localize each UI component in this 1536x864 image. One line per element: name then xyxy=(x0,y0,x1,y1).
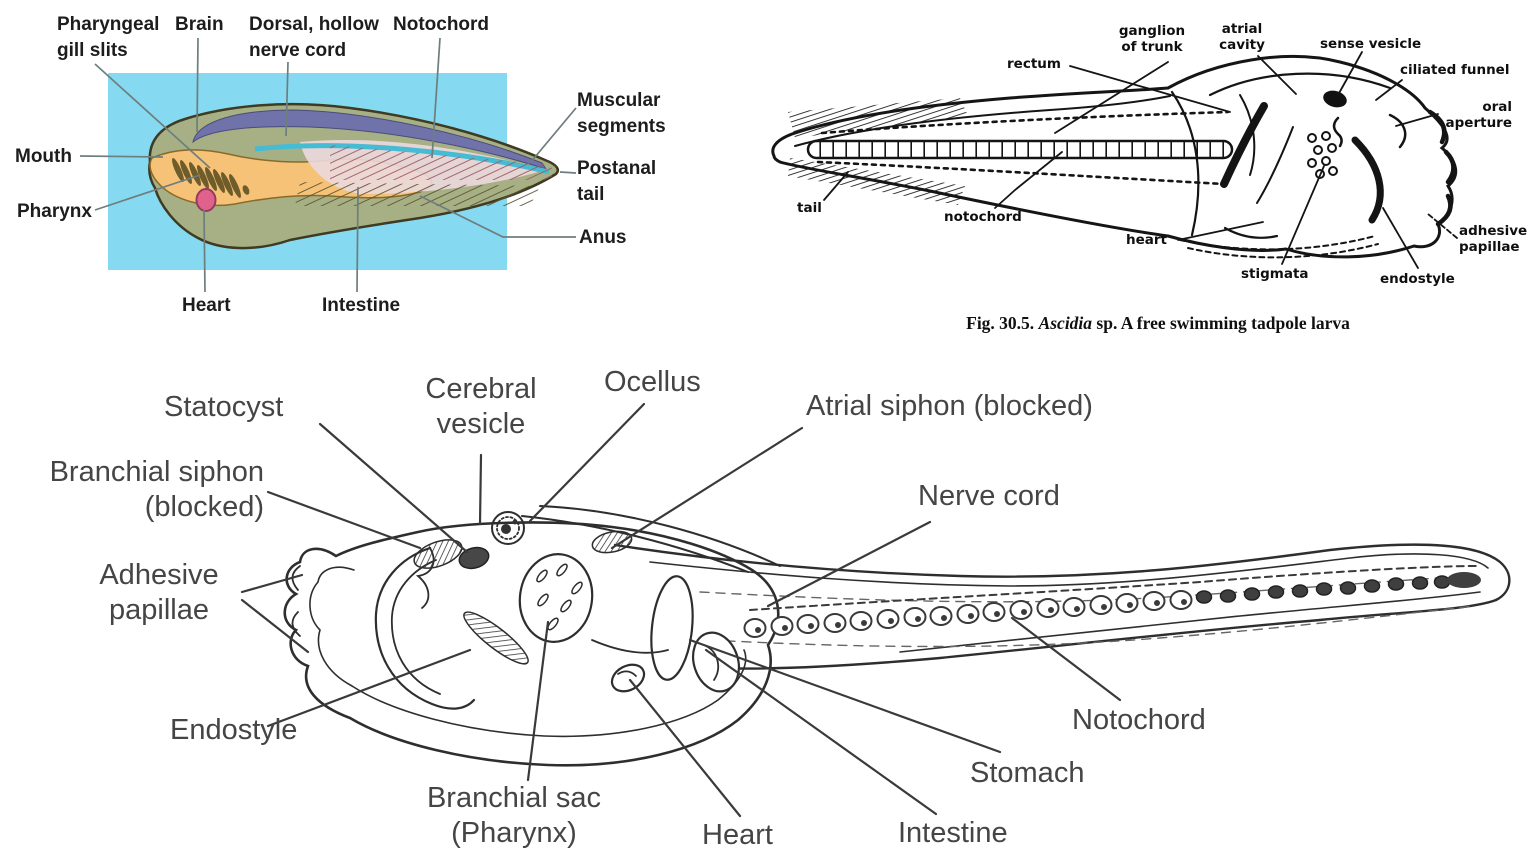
heart-shape xyxy=(195,188,217,212)
label-oral-aperture: oral aperture xyxy=(1436,99,1512,131)
label-line: Dorsal, hollow xyxy=(249,14,379,35)
tadpole-leader-lines xyxy=(240,402,1122,818)
caption-species: Ascidia xyxy=(1038,313,1093,333)
label-notochord-b: notochord xyxy=(944,209,1022,225)
ascidia-diagram xyxy=(771,51,1458,269)
label-pharyngeal-gill-slits: Pharyngeal gill slits xyxy=(57,12,159,64)
label-intestine-c: Intestine xyxy=(898,817,1008,849)
label-line: atrial xyxy=(1221,21,1263,37)
label-stigmata: stigmata xyxy=(1241,266,1309,282)
muscle-hatch-lower xyxy=(295,182,540,206)
label-line: Branchial siphon xyxy=(49,456,264,488)
dotted-line-top xyxy=(820,110,1230,135)
label-line: Postanal xyxy=(577,158,657,179)
label-atrial-cavity: atrial cavity xyxy=(1214,21,1270,53)
label-line: Cerebral xyxy=(425,373,537,405)
label-line: of trunk xyxy=(1121,39,1183,56)
notochord-cells xyxy=(743,572,1481,638)
label-heart-a: Heart xyxy=(182,295,231,316)
label-intestine-a: Intestine xyxy=(322,295,401,316)
ascidia-trunk-organs xyxy=(1170,90,1456,259)
label-line: (Pharynx) xyxy=(451,816,577,849)
label-ocellus: Ocellus xyxy=(604,366,701,398)
trunk-organs xyxy=(291,505,781,710)
label-line: tail xyxy=(577,184,605,206)
label-line: papillae xyxy=(109,593,209,626)
label-line: nerve cord xyxy=(249,40,347,62)
ascidia-leader-lines xyxy=(823,51,1458,269)
label-line: adhesive xyxy=(1459,223,1528,239)
label-line: (blocked) xyxy=(144,490,264,523)
label-adhesive-papillae-c: Adhesive papillae xyxy=(80,558,238,628)
label-atrial-siphon: Atrial siphon (blocked) xyxy=(806,390,1093,422)
dotted-line-bottom xyxy=(816,160,1226,186)
label-heart-b: heart xyxy=(1126,232,1167,248)
label-rectum: rectum xyxy=(1007,56,1061,72)
label-statocyst: Statocyst xyxy=(164,391,284,423)
label-line: Branchial sac xyxy=(426,782,602,814)
label-anus: Anus xyxy=(579,227,627,248)
label-endostyle-c: Endostyle xyxy=(170,714,298,746)
label-line: gill slits xyxy=(57,40,128,62)
label-line: cavity xyxy=(1219,37,1265,54)
label-line: aperture xyxy=(1445,115,1512,132)
tadpole-diagram xyxy=(240,402,1511,818)
lancelet-leader-lines xyxy=(79,37,577,293)
nerve-cord-line xyxy=(749,565,1479,611)
figure-caption: Fig. 30.5. Ascidia sp. A free swimming t… xyxy=(930,313,1386,334)
notochord-ladder xyxy=(806,139,1234,160)
label-sense-vesicle: sense vesicle xyxy=(1320,36,1422,52)
label-line: Muscular xyxy=(577,90,661,111)
label-tail-b: tail xyxy=(797,200,822,216)
label-nerve-cord-c: Nerve cord xyxy=(918,480,1060,512)
tail-outlines xyxy=(613,543,1511,670)
label-mouth: Mouth xyxy=(15,146,72,167)
label-endostyle-b: endostyle xyxy=(1380,271,1455,287)
lancelet-diagram xyxy=(79,37,577,293)
tail-hatch-bottom xyxy=(788,158,965,205)
label-branchial-sac: Branchial sac (Pharynx) xyxy=(396,781,632,851)
label-heart-c: Heart xyxy=(702,819,773,851)
caption-figure-number: Fig. 30.5. xyxy=(966,313,1035,333)
label-brain: Brain xyxy=(175,14,224,35)
tail-underlay xyxy=(615,544,1510,669)
label-line: oral xyxy=(1482,99,1512,115)
label-cerebral-vesicle: Cerebral vesicle xyxy=(405,372,557,442)
trunk-outline xyxy=(283,521,780,767)
label-line: vesicle xyxy=(436,407,526,440)
label-notochord-a: Notochord xyxy=(393,14,490,35)
label-line: Pharyngeal xyxy=(57,14,160,35)
label-dorsal-hollow-nerve-cord: Dorsal, hollow nerve cord xyxy=(249,12,379,64)
tail-hatch-top xyxy=(788,98,968,138)
label-ciliated-funnel: ciliated funnel xyxy=(1400,62,1510,78)
label-line: papillae xyxy=(1459,239,1520,256)
muscle-hatch-upper xyxy=(330,145,552,180)
caption-text: sp. A free swimming tadpole larva xyxy=(1096,313,1350,333)
label-line: ganglion xyxy=(1118,23,1186,39)
label-line: Adhesive xyxy=(99,559,219,591)
label-adhesive-papillae-b: adhesive papillae xyxy=(1459,223,1527,255)
label-postanal-tail: Postanal tail xyxy=(577,156,656,208)
label-pharynx: Pharynx xyxy=(17,201,92,222)
label-ganglion-of-trunk: ganglion of trunk xyxy=(1106,23,1198,55)
label-muscular-segments: Muscular segments xyxy=(577,88,666,140)
label-line: segments xyxy=(577,116,666,138)
label-branchial-siphon: Branchial siphon (blocked) xyxy=(0,455,264,525)
label-stomach: Stomach xyxy=(970,757,1085,789)
label-notochord-c: Notochord xyxy=(1072,704,1206,736)
